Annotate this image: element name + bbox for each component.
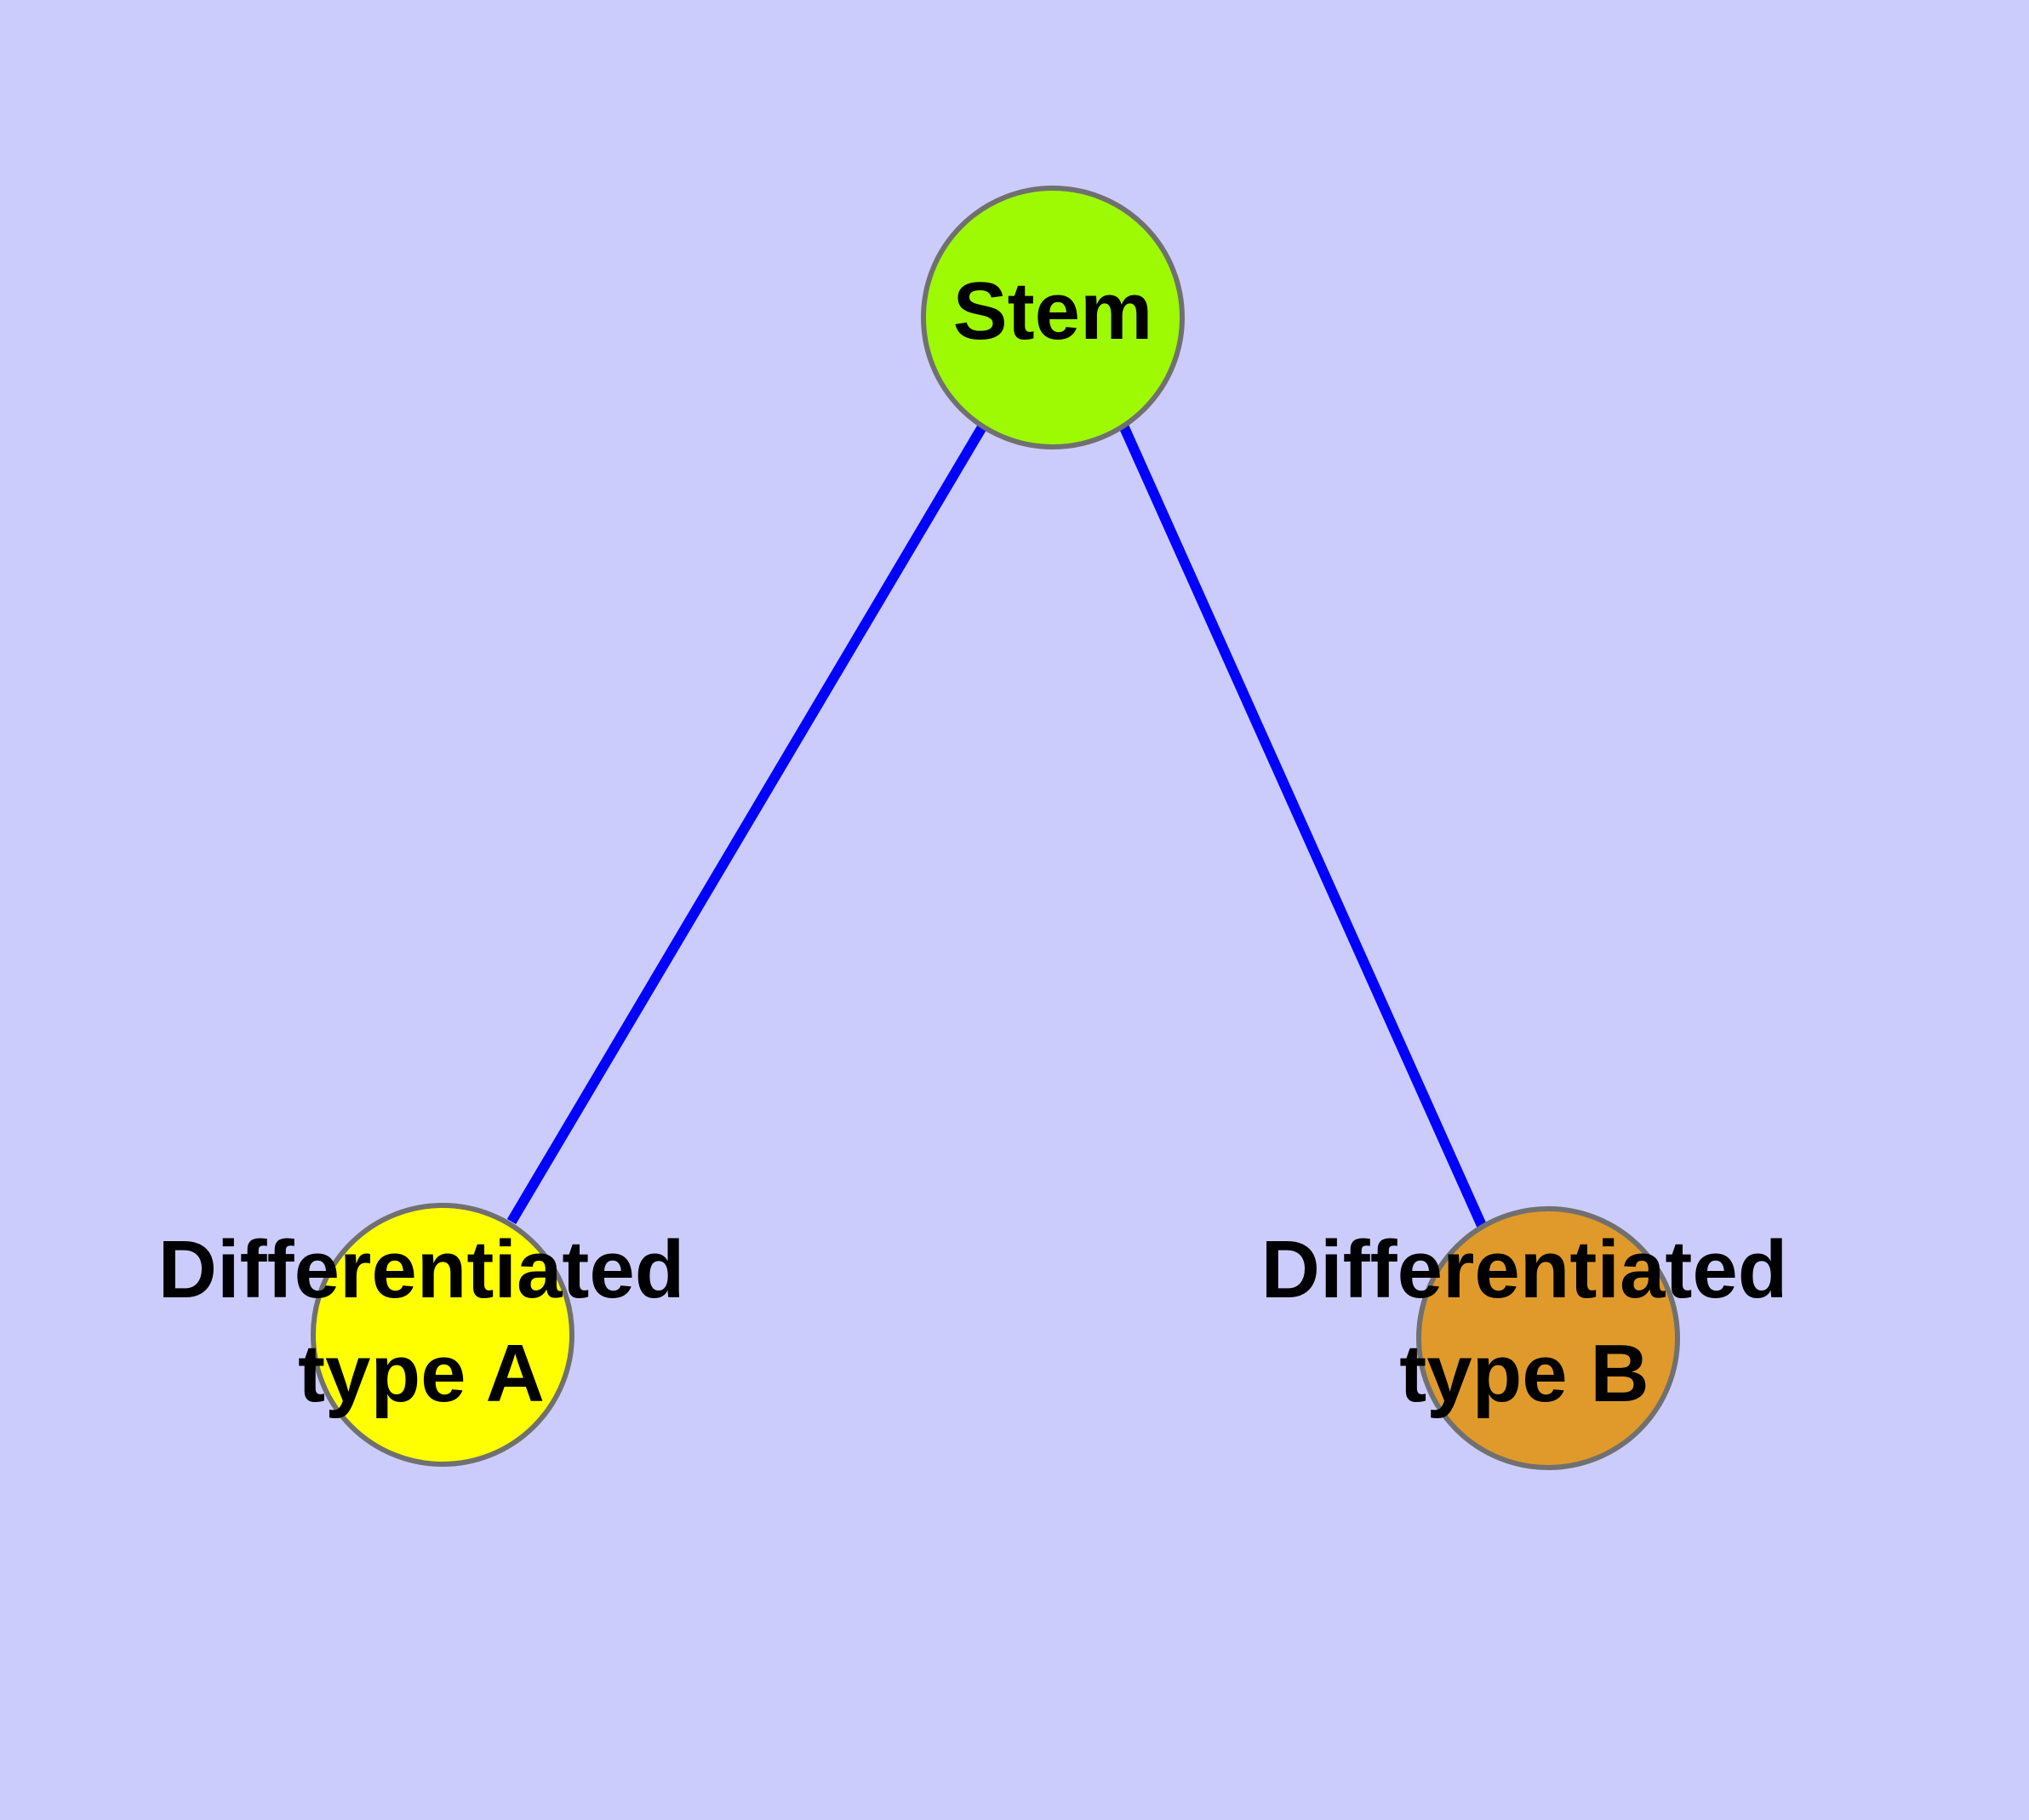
node-label-line: Differentiated (158, 1224, 685, 1315)
node-differentiated-type-a-label: Differentiated type A (158, 1224, 685, 1419)
node-label-line: Differentiated (1261, 1224, 1788, 1315)
node-label-line: Stem (953, 266, 1153, 357)
node-differentiated-type-a-circle[interactable] (311, 1203, 574, 1467)
node-stem-circle[interactable] (921, 186, 1185, 449)
edge-stem-to-differentiated-type-b[interactable] (1118, 423, 1488, 1230)
edge-layer (506, 422, 1488, 1230)
node-stem-label: Stem (953, 266, 1153, 357)
node-label-line: type A (298, 1328, 545, 1419)
node-label-line: type B (1399, 1328, 1649, 1419)
node-layer (311, 186, 1680, 1470)
label-layer: Stem Differentiated type A Differentiated… (158, 266, 1788, 1419)
node-differentiated-type-b-circle[interactable] (1416, 1206, 1680, 1470)
node-differentiated-type-b-label: Differentiated type B (1261, 1224, 1788, 1419)
edge-stem-to-differentiated-type-a[interactable] (506, 422, 988, 1225)
